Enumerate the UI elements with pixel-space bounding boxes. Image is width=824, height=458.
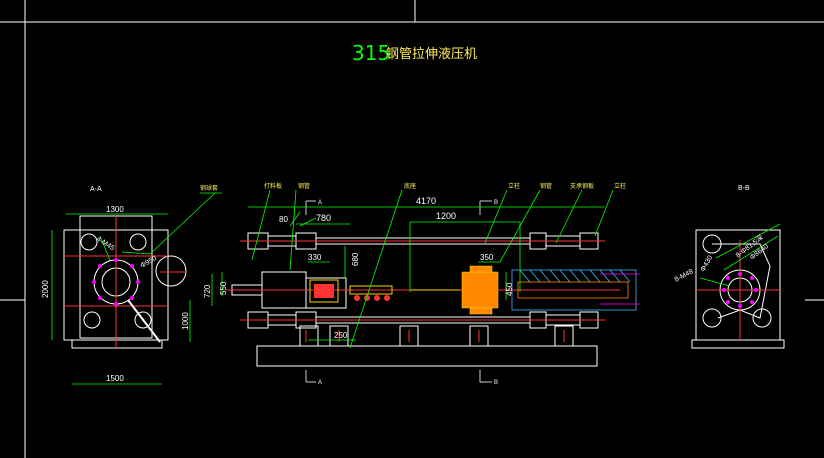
section-aa-label: A-A [90,186,102,193]
dim-550: 550 [219,281,228,295]
callout-column-1: 立柱 [508,182,520,190]
dim-80: 80 [279,215,288,224]
right-note-dia430: Φ430 [700,254,715,273]
section-aa-view: A-A [41,184,222,385]
callout-support-plate: 支承钢板 [570,182,594,190]
dim-250: 250 [334,331,348,340]
callout-base: 底座 [404,182,416,190]
dim-450: 450 [505,282,514,296]
callout-steel-ball-sleeve: 钢球套 [200,184,218,192]
cut-b-top: B [494,200,498,206]
section-bb-view: B-B 8-Φ81,5深 Φ8640 8-M48 [674,185,785,349]
callout-ejector-plate: 打料板 [264,182,282,190]
dim-4-m45: 4-M45 [95,236,116,253]
svg-text:315: 315 [352,41,390,65]
dim-dia950: Φ950 [140,255,159,270]
right-note-m48: 8-M48 [674,268,695,284]
callout-steel-tube-1: 钢管 [298,182,310,190]
cut-a-bottom: A [318,380,322,386]
dim-1300: 1300 [106,205,124,214]
main-elevation-view: A A B B [181,182,640,386]
callout-steel-tube-2: 钢管 [540,182,552,190]
dim-1200: 1200 [436,211,456,221]
dim-780: 780 [316,213,331,223]
dim-330: 330 [308,253,322,262]
dim-350: 350 [480,253,494,262]
dim-1000: 1000 [181,312,190,330]
callout-column-2: 立柱 [614,182,626,190]
section-bb-label: B-B [738,185,750,192]
cut-b-bottom: B [494,380,498,386]
dim-2000: 2000 [41,280,50,298]
drawing-title: 315 钢管拉伸液压机 [352,41,477,65]
dim-4170: 4170 [416,196,436,206]
dim-680: 680 [351,252,360,266]
cut-a-top: A [318,200,322,206]
dim-720: 720 [203,284,212,298]
dim-1500: 1500 [106,374,124,383]
svg-text:钢管拉伸液压机: 钢管拉伸液压机 [386,47,477,62]
tube-die [461,265,499,315]
